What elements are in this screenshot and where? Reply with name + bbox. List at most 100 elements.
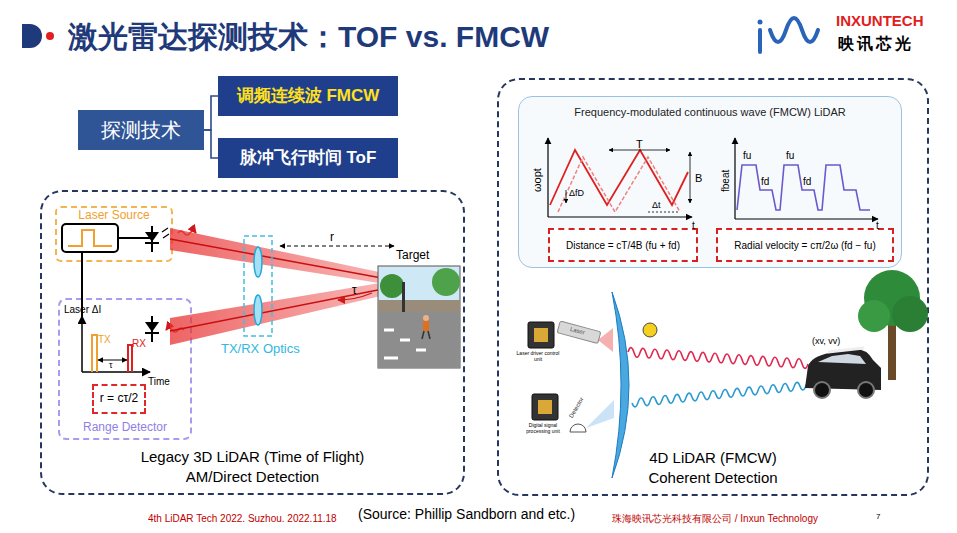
target-scene	[432, 268, 460, 296]
laser-source-symbol	[62, 224, 196, 252]
range-arrow	[338, 293, 372, 300]
range-arrow	[280, 246, 394, 300]
beat-chart	[734, 138, 735, 219]
range-arrow	[280, 246, 394, 247]
page-number: 7	[876, 513, 880, 522]
optical-lens	[612, 292, 657, 478]
target-scene	[378, 300, 460, 312]
node-text: Laser Source	[78, 208, 149, 224]
logo-text: INXUNTECH	[836, 13, 924, 30]
car	[818, 354, 866, 364]
laser-source-symbol	[68, 230, 112, 246]
logo-mark	[758, 30, 762, 52]
laser-module	[557, 321, 601, 343]
dsp-chip	[538, 400, 552, 414]
laser-beam	[170, 228, 398, 286]
beat-chart	[735, 138, 878, 219]
bracket-connector	[204, 130, 218, 158]
target-coordinate: (xv, vv)	[812, 337, 840, 347]
tree	[888, 320, 896, 380]
laser-source-box: Laser Source	[55, 206, 173, 262]
frequency-chart	[648, 212, 680, 213]
laser-module	[598, 328, 613, 352]
emitted-wave	[628, 348, 808, 369]
tree	[892, 296, 928, 332]
method-box: 调频连续波 FMCW	[218, 76, 398, 116]
lens	[244, 236, 272, 336]
laser-source-symbol	[145, 242, 159, 244]
footer-text: 4th LiDAR Tech 2022. Suzhou. 2022.11.18	[148, 513, 337, 524]
trigger-wire	[81, 252, 83, 318]
pulse-plot	[82, 316, 150, 372]
driver-chip	[534, 328, 548, 342]
detector-symbol	[145, 316, 184, 342]
formula-box: r = cτ/2	[92, 384, 146, 414]
driver-chip	[528, 322, 554, 348]
driver-chip	[528, 322, 554, 348]
tree	[858, 300, 890, 332]
detector-module	[570, 424, 586, 432]
detector-symbol	[166, 328, 184, 332]
car	[858, 382, 874, 398]
target-scene	[423, 315, 429, 321]
part-label: Laser	[569, 326, 585, 336]
car	[814, 382, 830, 398]
range-detector-box: Range Detector r = cτ/2	[58, 298, 192, 440]
delay-symbol: τ	[352, 284, 357, 297]
logo-mark	[758, 18, 819, 52]
formula-box: Distance = cT/4B (fu + fd)	[548, 228, 698, 262]
dsp-chip	[532, 394, 558, 420]
pulse-plot	[81, 316, 83, 372]
formula-box: Radial velocity = cπ/2ω (fd − fu)	[716, 228, 894, 262]
beat-chart	[737, 165, 870, 210]
part-label: Detector	[568, 396, 585, 419]
detector-symbol	[151, 316, 153, 342]
detector-module	[570, 400, 614, 432]
method-box: 脉冲飞行时间 ToF	[218, 138, 398, 178]
title-icon	[22, 24, 54, 48]
car	[805, 348, 881, 398]
pulse-plot	[98, 360, 127, 361]
emitted-wave	[628, 348, 808, 369]
frequency-chart	[547, 138, 548, 217]
target-scene	[423, 321, 429, 331]
target-scene	[378, 312, 460, 368]
tof-panel: Legacy 3D LiDAR (Time of Flight) AM/Dire…	[40, 190, 465, 495]
tree	[864, 270, 920, 326]
logo-mark	[758, 20, 763, 25]
trigger-wire	[82, 252, 83, 318]
node-text: Radial velocity = cπ/2ω (fd − fu)	[734, 239, 875, 252]
tree	[858, 270, 928, 380]
node-text: 调频连续波 FMCW	[237, 85, 380, 107]
title-icon	[46, 32, 54, 40]
laser-module	[557, 321, 601, 343]
node-text: Frequency-modulated continuous wave (FMC…	[574, 105, 845, 119]
target-label: Target	[396, 249, 429, 262]
frequency-chart	[548, 216, 692, 217]
pulse-label: TX	[98, 334, 111, 345]
axis-label: Laser ΔI	[64, 304, 101, 315]
axis-label: Time	[148, 376, 170, 387]
reflected-wave	[632, 381, 812, 407]
pulse-plot	[128, 345, 132, 372]
node-text: r = cτ/2	[100, 391, 138, 407]
target-scene	[378, 266, 460, 368]
node-text: 探测技术	[101, 117, 181, 143]
node-text: Range Detector	[83, 420, 167, 436]
laser-source-symbol	[118, 237, 152, 239]
detector-symbol	[145, 322, 159, 332]
footer-text: 珠海映讯芯光科技有限公司 / Inxun Technology	[612, 513, 818, 524]
node-text: 脉冲飞行时间 ToF	[240, 147, 377, 169]
pulse-plot	[92, 335, 97, 372]
category-box: 探测技术	[78, 110, 204, 150]
logo-mark	[770, 18, 818, 42]
target-scene	[402, 282, 405, 312]
car	[805, 349, 881, 390]
laser-source-symbol	[178, 231, 196, 235]
laser-beam	[170, 228, 398, 345]
part-label: Digital signal processing unit	[521, 423, 565, 434]
target-scene	[384, 330, 426, 358]
frequency-chart	[550, 150, 688, 205]
